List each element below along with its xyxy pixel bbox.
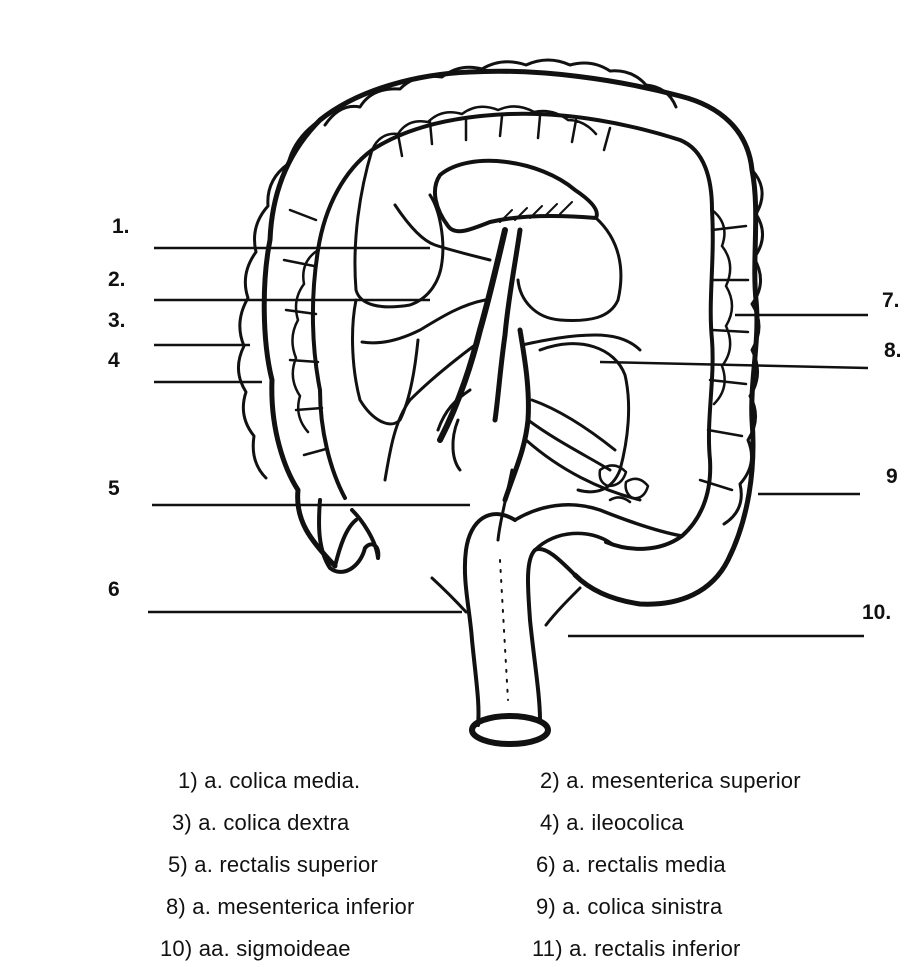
callout-5: 5 bbox=[108, 478, 120, 499]
rectum-outline-left bbox=[465, 514, 515, 725]
legend-item-3: 3) a. colica dextra bbox=[172, 810, 349, 836]
sigmoid-branches bbox=[526, 400, 640, 500]
rectum-dots bbox=[500, 560, 508, 700]
legend-item-1: 1) a. colica media. bbox=[178, 768, 360, 794]
callout-1: 1. bbox=[112, 216, 130, 237]
middle-rectal-right bbox=[546, 588, 580, 625]
callout-4: 4 bbox=[108, 350, 120, 371]
ileocolic-branch bbox=[385, 345, 475, 480]
rectum-outline-right bbox=[528, 549, 575, 720]
colon-outer-outline bbox=[264, 71, 757, 604]
callout-10: 10. bbox=[862, 602, 891, 623]
left-colic-branch bbox=[522, 335, 640, 350]
arcade-right-upper bbox=[518, 218, 621, 320]
colon-drawing bbox=[238, 60, 762, 744]
anus-ring bbox=[472, 716, 548, 744]
arcade-left-lower bbox=[353, 300, 418, 424]
superior-rectal-branch bbox=[498, 470, 512, 540]
legend-item-5: 5) a. rectalis superior bbox=[168, 852, 378, 878]
callout-7: 7. bbox=[882, 290, 900, 311]
arcade-right-lower bbox=[540, 344, 629, 492]
legend-item-11: 11) a. rectalis inferior bbox=[532, 936, 741, 962]
legend-item-2: 2) a. mesenterica superior bbox=[540, 768, 801, 794]
callout-2: 2. bbox=[108, 269, 126, 290]
callout-6: 6 bbox=[108, 579, 120, 600]
legend-item-8: 8) a. mesenterica inferior bbox=[166, 894, 415, 920]
callout-9: 9 bbox=[886, 466, 898, 487]
pancreas-shape bbox=[435, 161, 597, 231]
haustra-cells-right bbox=[700, 210, 748, 490]
middle-rectal-left bbox=[432, 578, 466, 612]
legend-item-10: 10) aa. sigmoideae bbox=[160, 936, 351, 962]
legend-item-9: 9) a. colica sinistra bbox=[536, 894, 722, 920]
inferior-mesenteric-trunk bbox=[505, 330, 528, 500]
caecum-appendix bbox=[319, 500, 378, 572]
callout-3: 3. bbox=[108, 310, 126, 331]
legend-item-6: 6) a. rectalis media bbox=[536, 852, 726, 878]
legend-item-4: 4) a. ileocolica bbox=[540, 810, 684, 836]
sigmoid-loop bbox=[515, 505, 682, 550]
arcade-left-upper bbox=[355, 150, 443, 307]
leader-line-8 bbox=[600, 362, 868, 368]
callout-8: 8. bbox=[884, 340, 902, 361]
